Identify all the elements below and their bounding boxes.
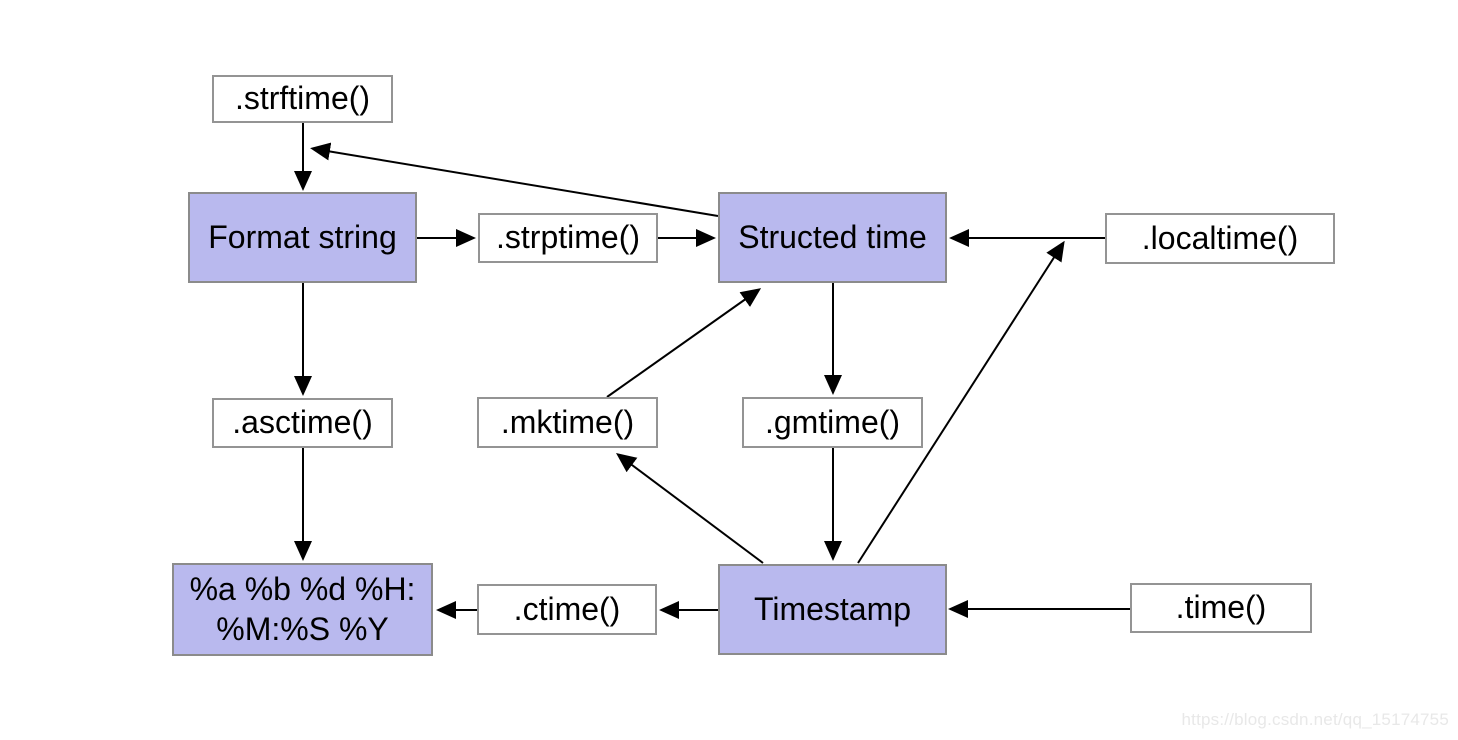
node-label: .asctime() [232,404,373,441]
node-label: .strftime() [234,80,371,117]
node-mktime: .mktime() [477,397,658,448]
node-label: .localtime() [1141,219,1299,256]
node-label: Timestamp [753,590,912,627]
node-timestamp: Timestamp [718,564,947,655]
node-label: .strptime() [496,219,640,256]
node-ctime: .ctime() [477,584,657,635]
node-time: .time() [1130,583,1312,633]
node-strptime: .strptime() [478,213,658,263]
node-label-line2: %M:%S %Y [216,610,389,647]
node-localtime: .localtime() [1105,213,1335,264]
node-format-string: Format string [188,192,417,283]
node-strftime: .strftime() [212,75,393,123]
edge-timestamp-to-localtime [857,240,1065,564]
node-label: .gmtime() [764,403,901,440]
watermark: https://blog.csdn.net/qq_15174755 [1181,710,1449,729]
node-label: Format string [208,218,397,255]
node-structed-time: Structed time [718,192,947,283]
node-label: .ctime() [513,590,621,627]
node-gmtime: .gmtime() [742,397,923,448]
node-label: .mktime() [500,403,635,440]
node-label-line1: %a %b %d %H: [189,571,416,608]
edge-timestamp-to-mktime [615,453,764,564]
node-asctime: .asctime() [212,398,393,448]
edge-mktime-to-structed-time [606,288,762,398]
node-format-example: %a %b %d %H: %M:%S %Y [172,563,433,656]
edge-structed-time-to-strftime [310,142,719,217]
node-label: Structed time [738,218,927,255]
node-label: .time() [1175,589,1267,626]
